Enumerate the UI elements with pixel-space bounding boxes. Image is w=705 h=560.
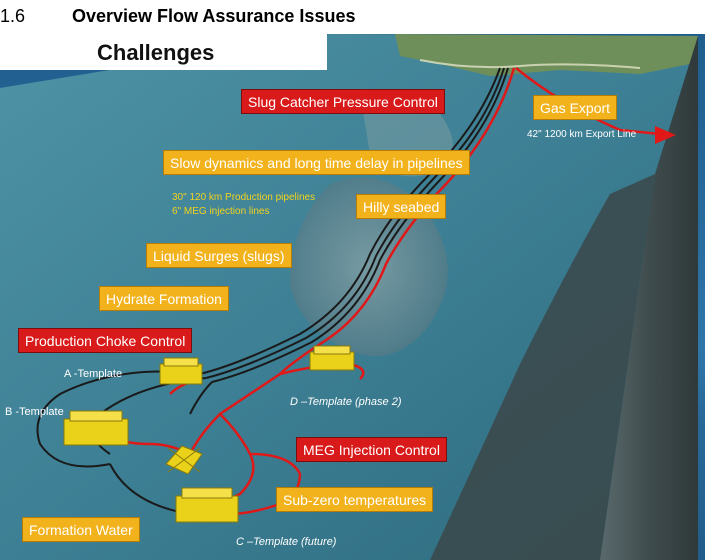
label-template-c: C –Template (future) bbox=[236, 536, 336, 548]
label-hydrate-formation: Hydrate Formation bbox=[99, 286, 229, 311]
template-b-structure bbox=[64, 411, 128, 445]
section-title: Overview Flow Assurance Issues bbox=[72, 6, 355, 27]
label-slow-dynamics: Slow dynamics and long time delay in pip… bbox=[163, 150, 470, 175]
label-hilly-seabed: Hilly seabed bbox=[356, 194, 446, 219]
manifold-structure bbox=[166, 446, 202, 474]
label-meg-injection-control: MEG Injection Control bbox=[296, 437, 447, 462]
label-sub-zero-temperatures: Sub-zero temperatures bbox=[276, 487, 433, 512]
template-d-structure bbox=[310, 346, 354, 370]
slide-title: Challenges bbox=[97, 40, 214, 66]
template-c-structure bbox=[176, 488, 238, 522]
section-number: 1.6 bbox=[0, 6, 25, 27]
label-formation-water: Formation Water bbox=[22, 517, 140, 542]
label-template-b: B -Template bbox=[5, 406, 64, 418]
label-liquid-surges: Liquid Surges (slugs) bbox=[146, 243, 292, 268]
section-heading: 1.6 Overview Flow Assurance Issues bbox=[0, 0, 705, 34]
label-slug-catcher-pressure-control: Slug Catcher Pressure Control bbox=[241, 89, 445, 114]
label-meg-lines: 6" MEG injection lines bbox=[172, 205, 269, 218]
label-template-a: A -Template bbox=[64, 368, 122, 380]
label-template-d: D –Template (phase 2) bbox=[290, 396, 402, 408]
template-a-structure bbox=[160, 358, 202, 384]
label-export-line: 42" 1200 km Export Line bbox=[527, 129, 636, 140]
label-production-pipelines: 30" 120 km Production pipelines bbox=[172, 191, 315, 204]
label-gas-export: Gas Export bbox=[533, 95, 617, 120]
label-production-choke-control: Production Choke Control bbox=[18, 328, 192, 353]
